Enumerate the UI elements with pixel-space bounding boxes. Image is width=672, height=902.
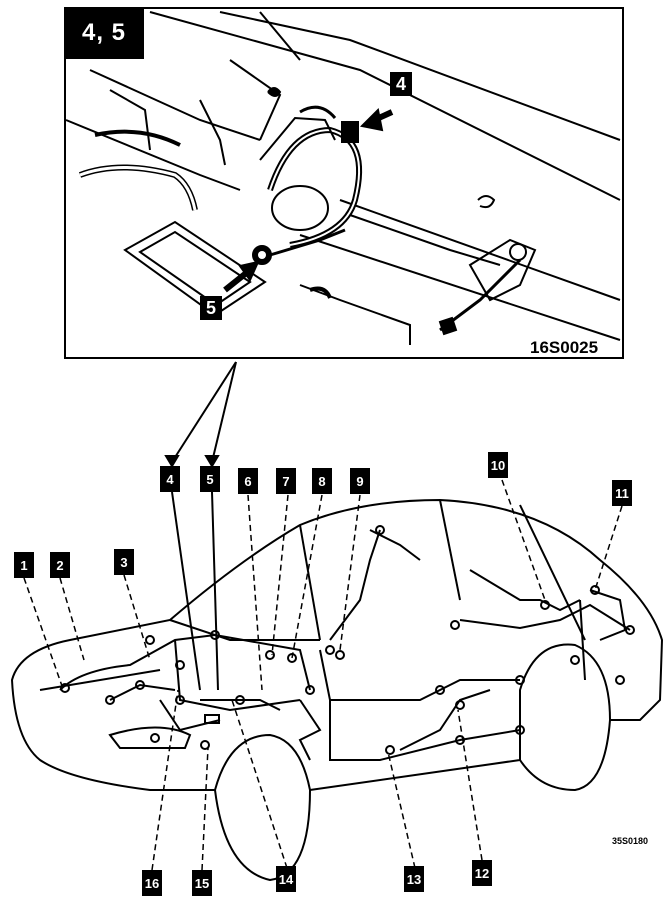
callout-15: 15: [192, 870, 212, 896]
callout-8: 8: [312, 468, 332, 494]
inset-callout-5: 5: [200, 296, 222, 320]
callout-10: 10: [488, 452, 508, 478]
callout-5: 5: [200, 466, 220, 492]
callout-1: 1: [14, 552, 34, 578]
callout-3: 3: [114, 549, 134, 575]
callout-7: 7: [276, 468, 296, 494]
inset-figure-code: 16S0025: [530, 338, 599, 357]
inset-reference-tag: 4, 5: [64, 7, 144, 59]
callout-2: 2: [50, 552, 70, 578]
wiring-harness: [59, 525, 635, 761]
car-outline: [10, 498, 664, 882]
inset-pointer-lines: [164, 361, 237, 468]
inset-callout-4: 4: [390, 72, 412, 96]
callout-4: 4: [160, 466, 180, 492]
callout-13: 13: [404, 866, 424, 892]
leader-lines-solid: [171, 491, 219, 691]
main-figure-code: 35S0180: [612, 836, 649, 846]
callout-12: 12: [472, 860, 492, 886]
callout-6: 6: [238, 468, 258, 494]
callout-14: 14: [276, 866, 296, 892]
leader-lines: [23, 479, 623, 871]
callout-9: 9: [350, 468, 370, 494]
callout-11: 11: [612, 480, 632, 506]
inset-drawing: [65, 11, 621, 345]
callout-16: 16: [142, 870, 162, 896]
